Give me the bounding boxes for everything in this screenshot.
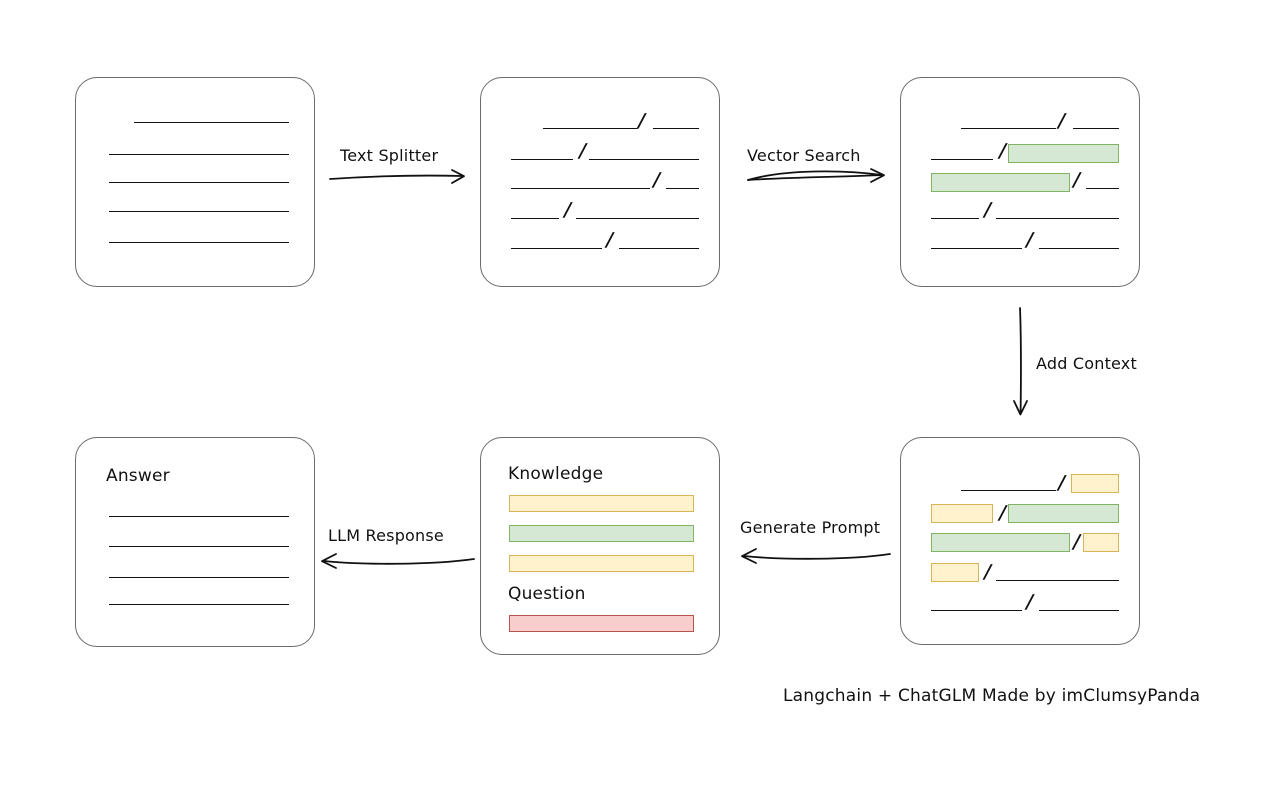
text-line-seg xyxy=(931,218,979,219)
node-answer[interactable]: Answer xyxy=(75,437,315,647)
text-line-seg xyxy=(511,218,559,219)
slash-separator: / xyxy=(1070,169,1083,191)
text-line xyxy=(109,516,289,517)
knowledge-bar-yellow xyxy=(509,555,694,572)
slash-separator: / xyxy=(1023,591,1036,613)
slash-separator: / xyxy=(1055,472,1068,494)
highlight-chip-yellow xyxy=(1071,474,1119,493)
arrow-generate-prompt xyxy=(741,548,891,564)
text-line xyxy=(109,182,289,183)
highlight-chip-yellow xyxy=(931,504,993,523)
highlight-chip-green xyxy=(1008,144,1119,163)
text-line xyxy=(109,546,289,547)
arrow-vector-search xyxy=(747,168,885,183)
text-line-seg xyxy=(996,580,1119,581)
node-context-document[interactable]: / / / / / xyxy=(900,437,1140,645)
highlight-chip-yellow xyxy=(1083,533,1119,552)
node-vector-matched-document[interactable]: / / / / / xyxy=(900,77,1140,287)
text-line-seg xyxy=(576,218,699,219)
knowledge-bar-green xyxy=(509,525,694,542)
text-line-seg xyxy=(1039,248,1119,249)
highlight-chip-green xyxy=(1008,504,1119,523)
text-line-seg xyxy=(961,490,1056,491)
text-line xyxy=(109,604,289,605)
edge-label-llm-response: LLM Response xyxy=(328,526,444,545)
text-line-seg xyxy=(619,248,699,249)
knowledge-label: Knowledge xyxy=(508,464,604,484)
slash-separator: / xyxy=(996,140,1009,162)
slash-separator: / xyxy=(576,140,589,162)
text-line xyxy=(109,154,289,155)
edge-label-text-splitter: Text Splitter xyxy=(340,146,439,165)
text-line xyxy=(109,577,289,578)
edge-label-add-context: Add Context xyxy=(1036,354,1137,373)
text-line-seg xyxy=(666,188,699,189)
text-line-seg xyxy=(1039,610,1119,611)
slash-separator: / xyxy=(981,561,994,583)
arrow-llm-response xyxy=(321,553,475,569)
node-split-document[interactable]: / / / / / xyxy=(480,77,720,287)
text-line xyxy=(134,122,289,123)
highlight-chip-yellow xyxy=(931,563,979,582)
question-label: Question xyxy=(508,584,586,604)
slash-separator: / xyxy=(981,199,994,221)
text-line xyxy=(109,211,289,212)
knowledge-bar-yellow xyxy=(509,495,694,512)
highlight-chip-green xyxy=(931,173,1070,192)
slash-separator: / xyxy=(1070,531,1083,553)
text-line xyxy=(109,242,289,243)
text-line-seg xyxy=(653,128,699,129)
text-line-seg xyxy=(589,159,699,160)
question-bar-red xyxy=(509,615,694,632)
text-line-seg xyxy=(511,159,573,160)
edge-label-generate-prompt: Generate Prompt xyxy=(740,518,881,537)
node-source-document[interactable] xyxy=(75,77,315,287)
text-line-seg xyxy=(1073,128,1119,129)
text-line-seg xyxy=(996,218,1119,219)
arrow-add-context xyxy=(1013,307,1028,416)
slash-separator: / xyxy=(561,199,574,221)
text-line-seg xyxy=(961,128,1056,129)
slash-separator: / xyxy=(650,169,663,191)
answer-label: Answer xyxy=(106,466,170,486)
text-line-seg xyxy=(1086,188,1119,189)
text-line-seg xyxy=(931,610,1022,611)
slash-separator: / xyxy=(996,502,1009,524)
text-line-seg xyxy=(931,248,1022,249)
highlight-chip-green xyxy=(931,533,1070,552)
diagram-caption: Langchain + ChatGLM Made by imClumsyPand… xyxy=(783,686,1201,706)
text-line-seg xyxy=(511,248,602,249)
text-line-seg xyxy=(543,128,637,129)
arrow-text-splitter xyxy=(329,169,465,184)
slash-separator: / xyxy=(1055,110,1068,132)
text-line-seg xyxy=(511,188,650,189)
slash-separator: / xyxy=(603,229,616,251)
edge-label-vector-search: Vector Search xyxy=(747,146,861,165)
slash-separator: / xyxy=(635,110,648,132)
node-prompt[interactable]: Knowledge Question xyxy=(480,437,720,655)
text-line-seg xyxy=(931,159,993,160)
slash-separator: / xyxy=(1023,229,1036,251)
